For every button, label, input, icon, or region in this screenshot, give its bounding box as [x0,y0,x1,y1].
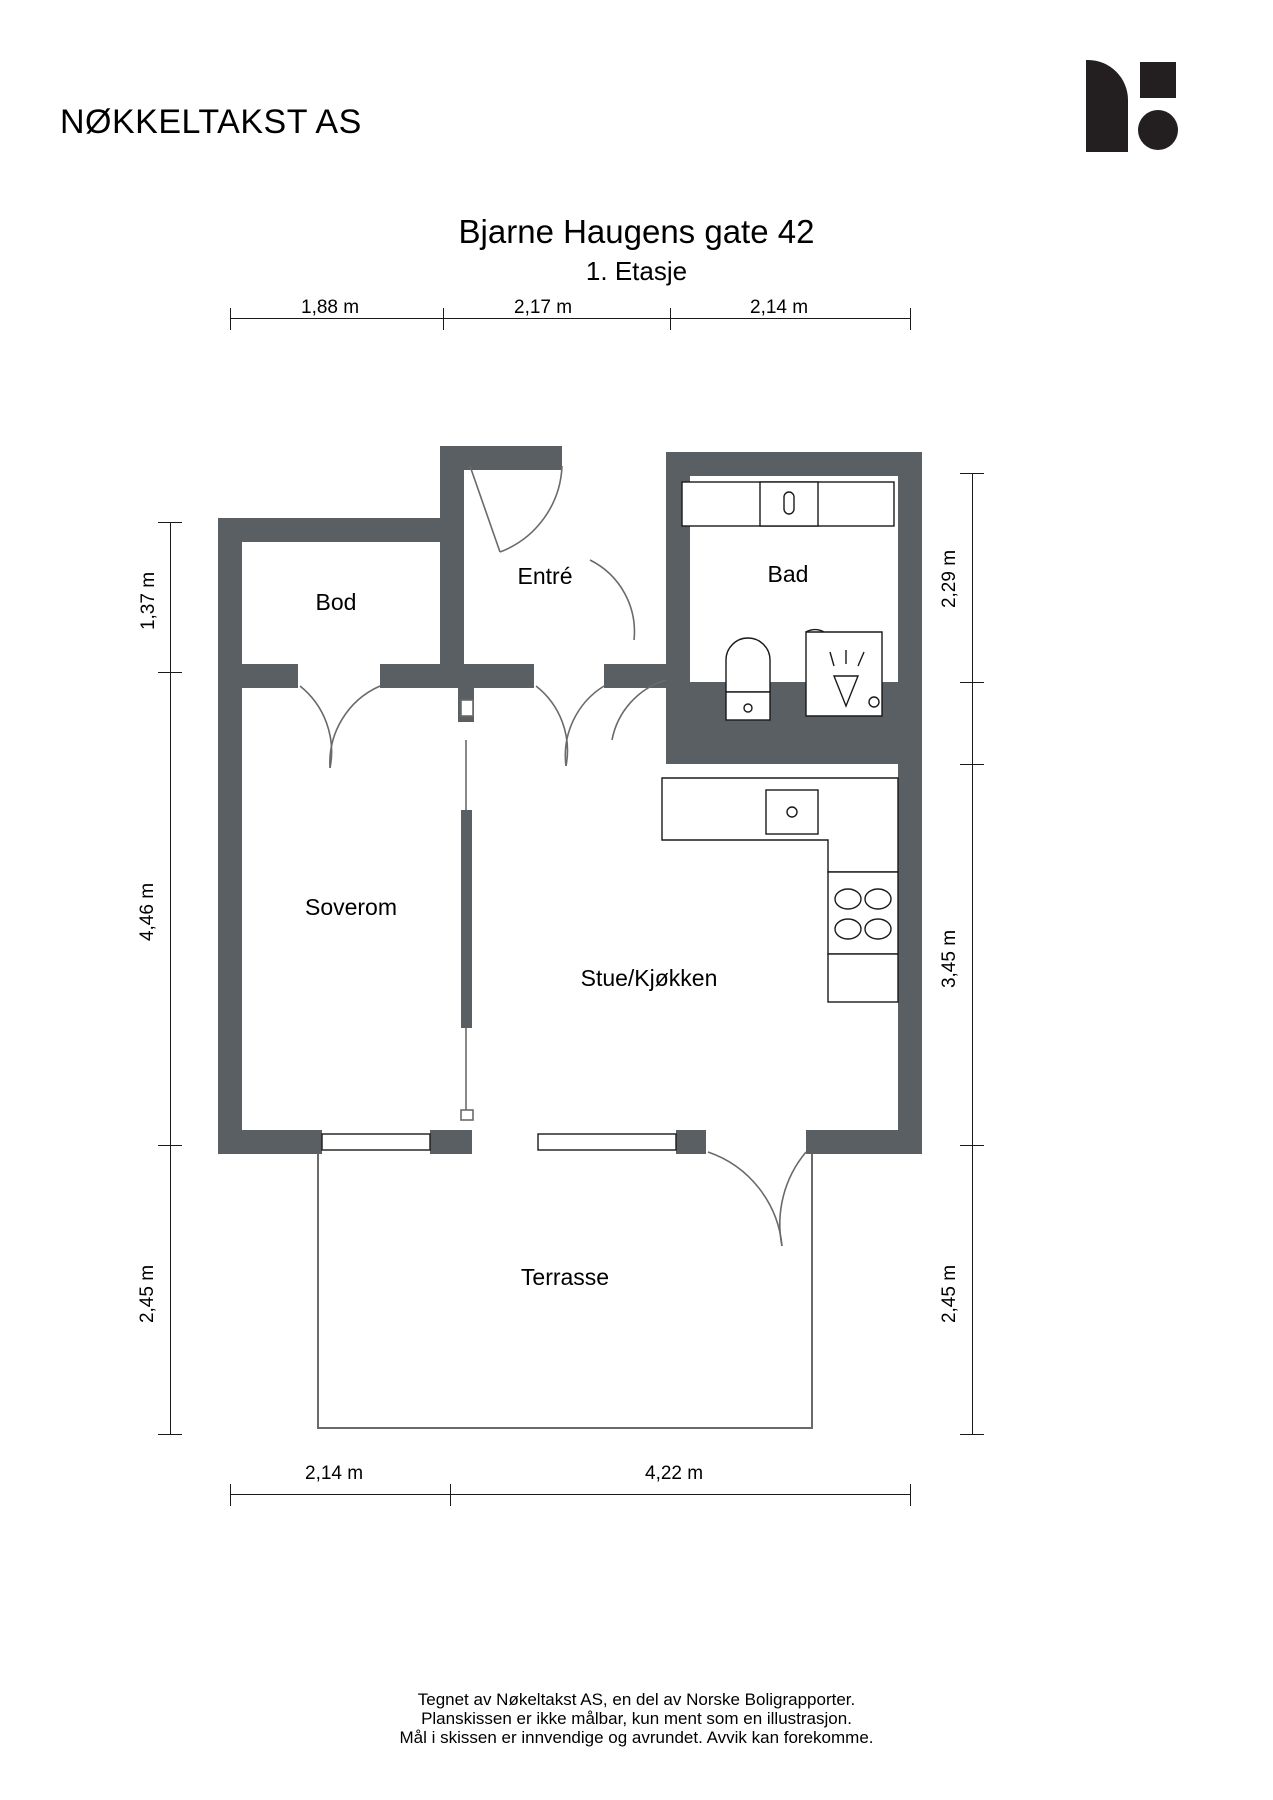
top-dimension-tick [443,308,444,330]
right-dimension-tick [960,1145,984,1146]
logo-circle-shape [1138,110,1178,150]
left-dimension-label-3: 2,45 m [137,1264,159,1324]
left-dimension-tick [158,1145,182,1146]
room-label-bad: Bad [767,561,809,587]
bottom-dimension-label-2: 4,22 m [645,1463,704,1484]
left-dimension-label-1: 1,37 m [138,571,160,631]
bottom-dimension-tick [910,1484,911,1506]
logo-square-shape [1140,62,1176,98]
page-title: Bjarne Haugens gate 42 [458,213,815,250]
top-dimension-tick [910,308,911,330]
footer-line-1: Tegnet av Nøkeltakst AS, en del av Norsk… [417,1690,856,1709]
room-label-terrasse: Terrasse [520,1264,610,1290]
bottom-dimension-label-1: 2,14 m [305,1463,364,1484]
left-dimension-tick [158,1434,182,1435]
right-dimension-label-3: 2,45 m [939,1264,961,1324]
walls [218,446,922,1154]
sliding-partition [460,699,474,1121]
left-dimension-tick [158,672,182,673]
right-dimension-line [972,473,973,1434]
company-name: NØKKELTAKST AS [60,103,362,141]
shower-cabin-icon [805,628,883,717]
windows [321,1133,677,1151]
room-label-stue-kjokken: Stue/Kjøkken [580,965,718,991]
right-dimension-label-2: 3,45 m [939,929,961,989]
right-dimension-tick [960,473,984,474]
right-dimension-tick [960,1434,984,1435]
left-dimension-line [170,522,171,1434]
footer-line-2: Planskissen er ikke målbar, kun ment som… [421,1709,852,1728]
room-label-entre: Entré [517,563,573,589]
top-dimension-label-1: 1,88 m [301,297,360,318]
floor-subtitle: 1. Etasje [585,256,688,286]
toilet-icon [725,637,771,721]
bottom-dimension-tick [450,1484,451,1506]
right-dimension-tick [960,682,984,683]
logo-bar-shape [1086,60,1128,152]
left-dimension-label-2: 4,46 m [137,882,159,942]
top-dimension-tick [230,308,231,330]
kitchen-counter-sink-icon [661,777,899,873]
bottom-dimension-tick [230,1484,231,1506]
room-label-bod: Bod [315,589,357,615]
top-dimension-label-2: 2,17 m [514,297,573,318]
cooktop-four-burner-icon [827,871,899,1003]
bathroom-vanity-sink-icon [681,481,895,527]
room-label-soverom: Soverom [304,894,398,920]
left-dimension-tick [158,522,182,523]
top-dimension-label-3: 2,14 m [750,297,809,318]
nokkeltakst-logo-icon [1086,60,1178,152]
top-dimension-tick [670,308,671,330]
footer-line-3: Mål i skissen er innvendige og avrundet.… [399,1728,874,1747]
right-dimension-label-1: 2,29 m [939,549,961,609]
top-dimension-line [230,318,910,319]
bottom-dimension-line [230,1494,910,1495]
right-dimension-tick [960,764,984,765]
